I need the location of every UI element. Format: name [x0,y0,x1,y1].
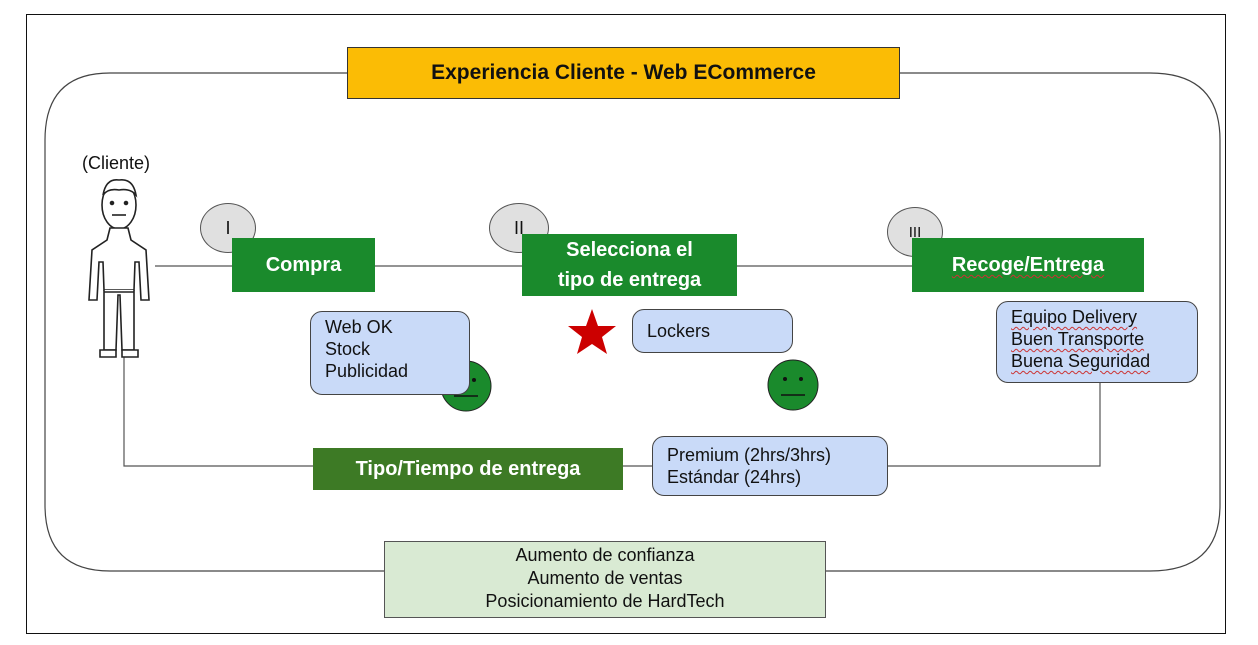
note-compra-line: Publicidad [325,361,409,381]
step-compra: Compra [232,238,375,292]
customer-loop-right [826,72,1221,572]
note-compra-line: Stock [325,339,371,359]
return-line-3 [888,382,1101,467]
note-compra: Web OK Stock Publicidad [310,311,470,395]
tipo-tiempo-label: Tipo/Tiempo de entrega [313,448,623,490]
note-delivery-line: Buena Seguridad [1011,350,1183,372]
note-delivery-line: Equipo Delivery [1011,306,1183,328]
note-delivery-text: Equipo Delivery [1011,307,1138,327]
outcomes-box: Aumento de confianza Aumento de ventas P… [384,541,826,618]
note-delivery-text: Buena Seguridad [1011,351,1151,371]
note-delivery-text: Buen Transporte [1011,329,1145,349]
note-delivery: Equipo Delivery Buen Transporte Buena Se… [996,301,1198,383]
note-compra-line: Web OK [325,317,393,337]
outcome-item: Posicionamiento de HardTech [485,591,725,611]
note-tiempos-line: Estándar (24hrs) [667,467,802,487]
outer-frame [26,14,1226,634]
customer-loop [44,72,384,572]
person-icon [88,178,150,358]
step-selecciona-line2: tipo de entrega [557,269,702,291]
note-delivery-line: Buen Transporte [1011,328,1183,350]
star-icon [568,309,616,354]
diagram-title: Experiencia Cliente - Web ECommerce [347,47,900,99]
outcome-item: Aumento de ventas [527,568,683,588]
step-recoge: Recoge/Entrega [912,238,1144,292]
step-recoge-label: Recoge/Entrega [951,254,1105,276]
step-numeral-2: II [489,203,549,253]
step-selecciona: Selecciona el tipo de entrega [522,234,737,296]
outcome-item: Aumento de confianza [515,545,695,565]
note-tiempos: Premium (2hrs/3hrs) Estándar (24hrs) [652,436,888,496]
note-lockers: Lockers [632,309,793,353]
actor-label: (Cliente) [82,153,151,173]
note-tiempos-line: Premium (2hrs/3hrs) [667,445,832,465]
return-line [123,357,313,467]
neutral-face-icon [767,359,819,411]
step-selecciona-line1: Selecciona el [566,239,693,261]
